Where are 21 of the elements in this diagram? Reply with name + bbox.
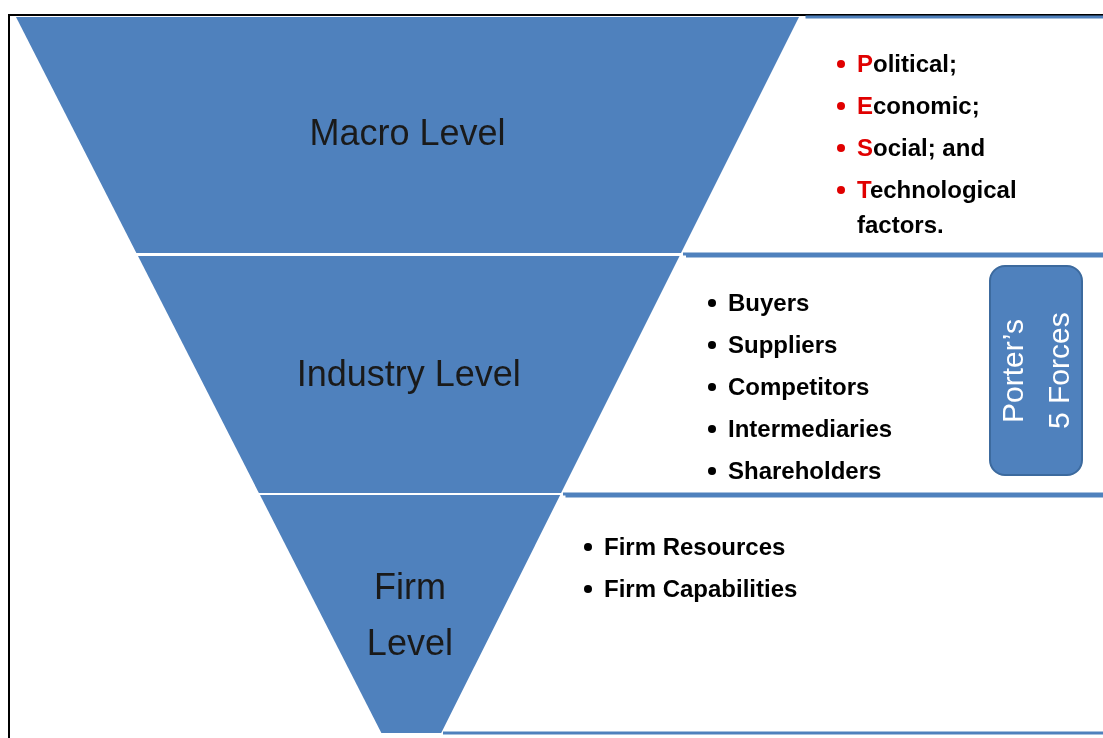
box-label: Porter’s 5 Forces [994,311,1076,431]
list-item: Social; and [857,134,986,161]
list-item: Intermediaries [728,415,893,442]
list-item: Political; [857,50,958,77]
list-item: Technological factors. [857,176,1017,238]
factor-panel [682,15,1103,256]
list-item: Buyers [728,289,810,316]
level-label: Macro Level [308,111,507,155]
level-label: Firm Level [365,565,454,665]
level-band [137,256,680,493]
level-label: Industry Level [295,352,522,396]
rounded-box [988,265,1083,476]
factor-panel [562,254,1103,496]
list-item: Economic; [857,92,980,119]
list-item: Firm Resources [604,533,786,560]
list-item: Shareholders [728,457,882,484]
list-item: Suppliers [728,331,838,358]
level-band [259,495,560,733]
level-band [16,17,799,253]
list-item: Firm Capabilities [604,575,798,602]
list-item: Competitors [728,373,870,400]
